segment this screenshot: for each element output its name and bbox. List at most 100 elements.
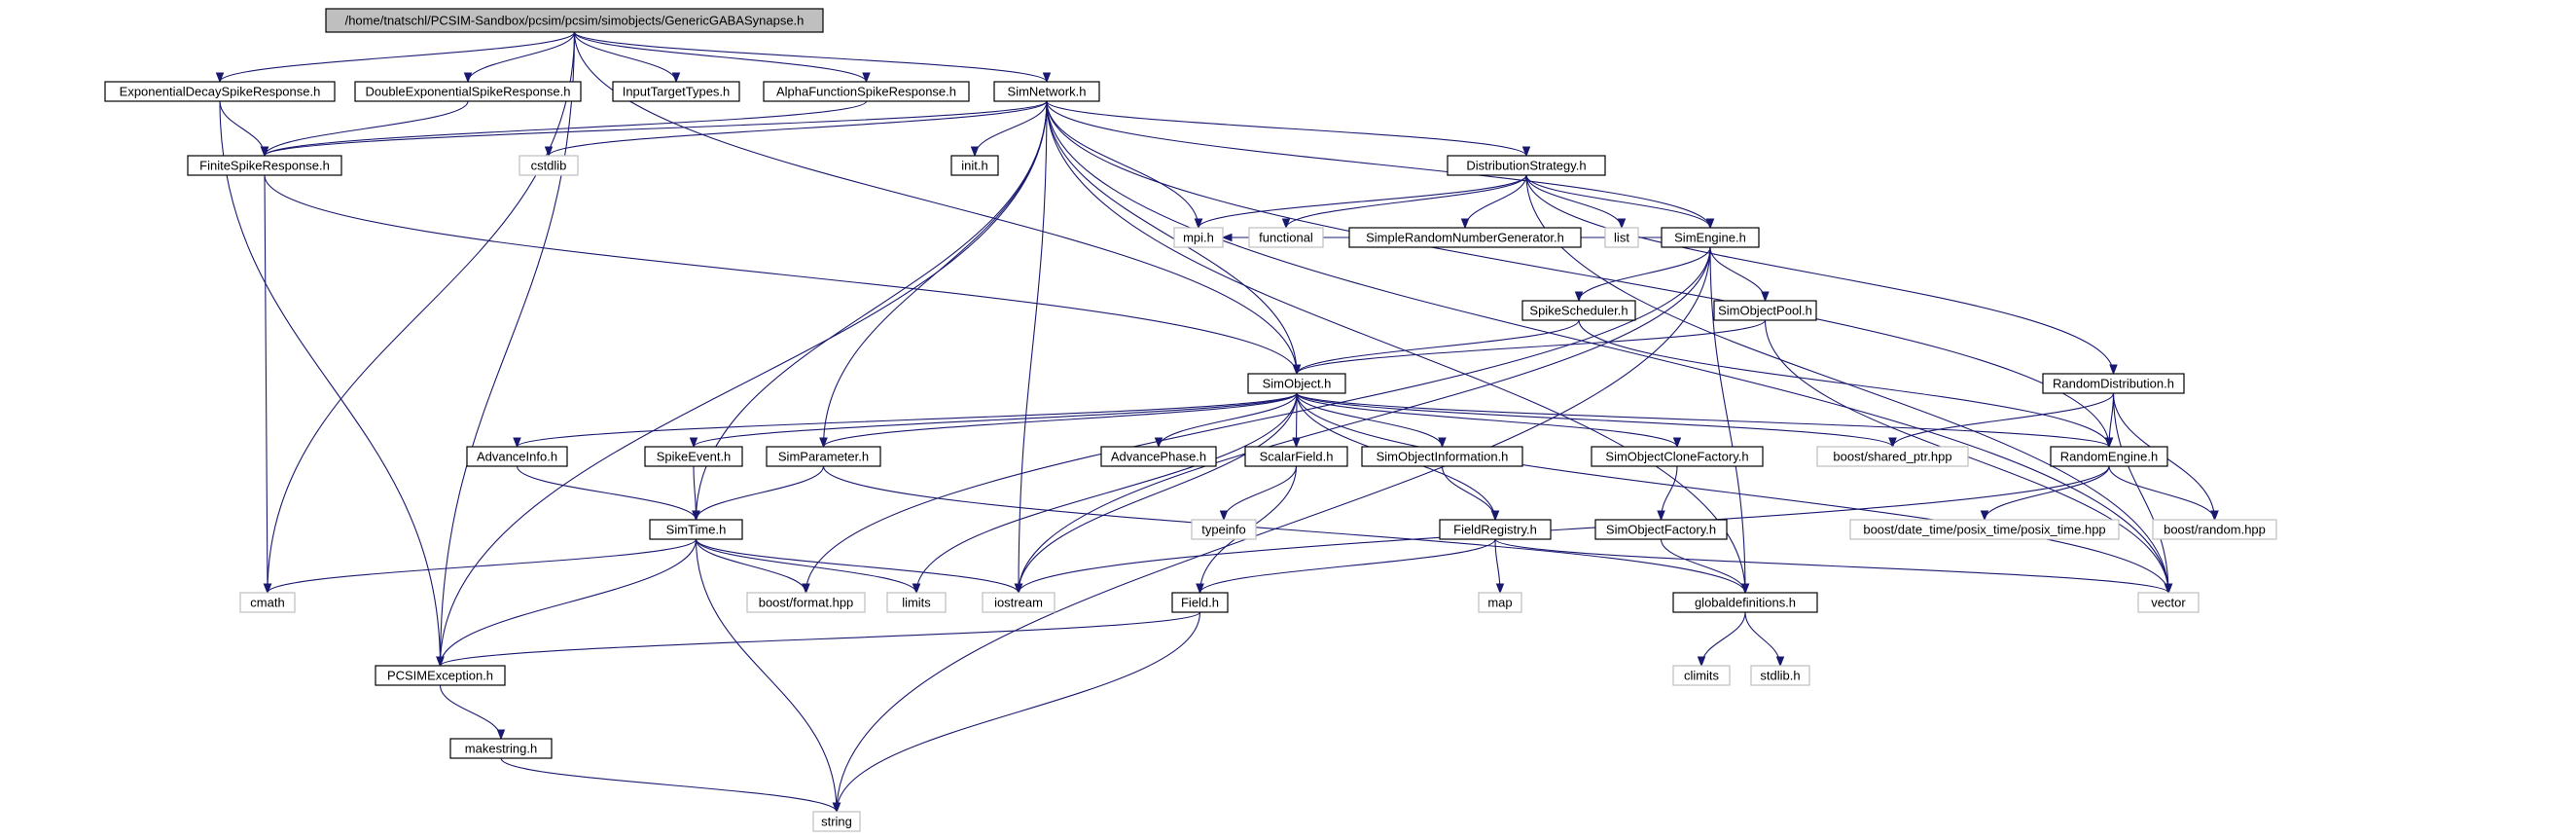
node-simobject-info[interactable]: SimObjectInformation.h bbox=[1361, 446, 1523, 467]
edge-line bbox=[1296, 392, 2169, 594]
node-box bbox=[766, 446, 881, 467]
node-box bbox=[1604, 227, 1639, 248]
node-simtime[interactable]: SimTime.h bbox=[649, 519, 743, 540]
edge-line bbox=[439, 100, 1048, 667]
edge-line bbox=[264, 100, 469, 157]
node-random-dist[interactable]: RandomDistribution.h bbox=[2042, 373, 2185, 394]
edge-simtime-to-pcsim_exception bbox=[436, 538, 698, 668]
edge-line bbox=[1223, 465, 1298, 521]
node-spike-scheduler[interactable]: SpikeScheduler.h bbox=[1521, 300, 1636, 321]
edge-simtime-to-iostream bbox=[695, 538, 1023, 595]
node-simobject[interactable]: SimObject.h bbox=[1247, 373, 1346, 394]
edge-line bbox=[1046, 100, 2169, 594]
node-pcsim-exception[interactable]: PCSIMException.h bbox=[375, 665, 506, 686]
node-field-registry[interactable]: FieldRegistry.h bbox=[1439, 519, 1552, 540]
edge-simtime-to-limits bbox=[695, 538, 921, 595]
node-box bbox=[187, 155, 342, 176]
node-makestring[interactable]: makestring.h bbox=[449, 738, 553, 759]
edge-spike_scheduler-to-random_engine bbox=[1578, 319, 2114, 449]
node-cmath: cmath bbox=[239, 592, 296, 613]
node-spike-event[interactable]: SpikeEvent.h bbox=[644, 446, 743, 467]
edge-line bbox=[219, 100, 442, 667]
edge-line bbox=[1744, 611, 1781, 667]
node-simobject-clone[interactable]: SimObjectCloneFactory.h bbox=[1591, 446, 1764, 467]
edge-arrowhead bbox=[263, 583, 272, 595]
edge-arrowhead bbox=[1617, 218, 1627, 230]
edge-arrowhead bbox=[513, 437, 521, 449]
node-box bbox=[519, 155, 579, 176]
node-simengine[interactable]: SimEngine.h bbox=[1661, 227, 1760, 248]
edge-line bbox=[1296, 392, 2110, 448]
edge-simnetwork-to-vector bbox=[1046, 100, 2173, 595]
node-exp-decay[interactable]: ExponentialDecaySpikeResponse.h bbox=[104, 81, 336, 102]
node-label: DistributionStrategy.h bbox=[1466, 159, 1586, 173]
node-box bbox=[1247, 373, 1346, 394]
edge-arrowhead bbox=[1460, 218, 1470, 230]
edge-arrowhead bbox=[819, 437, 828, 449]
edge-makestring-to-string bbox=[500, 757, 841, 814]
node-box bbox=[354, 81, 582, 102]
edge-arrowhead bbox=[1705, 218, 1715, 230]
edge-line bbox=[1046, 100, 1298, 375]
edge-arrowhead bbox=[1438, 437, 1447, 449]
node-label: makestring.h bbox=[465, 742, 537, 756]
edge-line bbox=[695, 538, 1020, 594]
edge-line bbox=[695, 465, 825, 521]
node-scalar-field[interactable]: ScalarField.h bbox=[1244, 446, 1348, 467]
node-double-exp[interactable]: DoubleExponentialSpikeResponse.h bbox=[354, 81, 582, 102]
edge-arrowhead bbox=[1221, 233, 1233, 242]
node-box bbox=[644, 446, 743, 467]
edge-simnetwork-to-cstdlib bbox=[544, 100, 1048, 158]
edge-root-to-simnetwork bbox=[573, 31, 1052, 84]
edge-line bbox=[1046, 100, 2110, 448]
edge-arrowhead bbox=[1574, 291, 1584, 303]
node-advance-info[interactable]: AdvanceInfo.h bbox=[466, 446, 568, 467]
node-dist-strategy[interactable]: DistributionStrategy.h bbox=[1447, 155, 1606, 176]
node-alpha-func[interactable]: AlphaFunctionSpikeResponse.h bbox=[763, 81, 970, 102]
node-root[interactable]: /home/tnatschl/PCSIM-Sandbox/pcsim/pcsim… bbox=[325, 8, 824, 33]
edge-line bbox=[1018, 465, 2110, 594]
node-label: /home/tnatschl/PCSIM-Sandbox/pcsim/pcsim… bbox=[345, 14, 805, 28]
edge-arrowhead bbox=[1292, 364, 1302, 376]
node-box bbox=[1478, 592, 1522, 613]
edge-arrowhead bbox=[1761, 291, 1770, 303]
node-mpi: mpi.h bbox=[1173, 227, 1224, 248]
edge-line bbox=[264, 174, 1298, 375]
node-iostream: iostream bbox=[982, 592, 1055, 613]
node-simobject-pool[interactable]: SimObjectPool.h bbox=[1713, 300, 1817, 321]
edge-line bbox=[1046, 100, 1711, 229]
edge-line bbox=[439, 684, 502, 740]
node-label: SimObjectInformation.h bbox=[1377, 450, 1509, 464]
edge-line bbox=[267, 538, 698, 594]
edge-simobject-to-advance_phase bbox=[1154, 392, 1298, 449]
node-box bbox=[1191, 519, 1257, 540]
node-simnetwork[interactable]: SimNetwork.h bbox=[993, 81, 1100, 102]
edge-pcsim_exception-to-makestring bbox=[439, 684, 506, 741]
edge-simnetwork-to-pcsim_exception bbox=[436, 100, 1048, 668]
edge-root-to-cmath bbox=[263, 31, 576, 595]
node-advance-phase[interactable]: AdvancePhase.h bbox=[1100, 446, 1217, 467]
node-finite-spike[interactable]: FiniteSpikeResponse.h bbox=[187, 155, 342, 176]
node-sim-parameter[interactable]: SimParameter.h bbox=[766, 446, 881, 467]
edge-arrowhead bbox=[215, 72, 225, 84]
node-box bbox=[1348, 227, 1582, 248]
node-simple-rng[interactable]: SimpleRandomNumberGenerator.h bbox=[1348, 227, 1582, 248]
node-box bbox=[325, 8, 824, 33]
edge-arrowhead bbox=[692, 510, 700, 522]
node-box bbox=[239, 592, 296, 613]
node-label: ExponentialDecaySpikeResponse.h bbox=[120, 85, 321, 99]
node-random-engine[interactable]: RandomEngine.h bbox=[2050, 446, 2168, 467]
node-stdlib: stdlib.h bbox=[1750, 665, 1810, 686]
node-label: FiniteSpikeResponse.h bbox=[199, 159, 330, 173]
node-box bbox=[812, 811, 861, 832]
node-simobject-factory[interactable]: SimObjectFactory.h bbox=[1594, 519, 1728, 540]
node-init[interactable]: init.h bbox=[950, 155, 999, 176]
node-box bbox=[1361, 446, 1523, 467]
edge-advance_info-to-simtime bbox=[516, 465, 700, 522]
node-functional: functional bbox=[1248, 227, 1324, 248]
edge-arrowhead bbox=[2109, 364, 2118, 376]
edge-root-to-pcsim_exception bbox=[436, 31, 576, 668]
node-globaldefs[interactable]: globaldefinitions.h bbox=[1672, 592, 1818, 613]
node-field[interactable]: Field.h bbox=[1171, 592, 1229, 613]
node-input-target[interactable]: InputTargetTypes.h bbox=[612, 81, 740, 102]
